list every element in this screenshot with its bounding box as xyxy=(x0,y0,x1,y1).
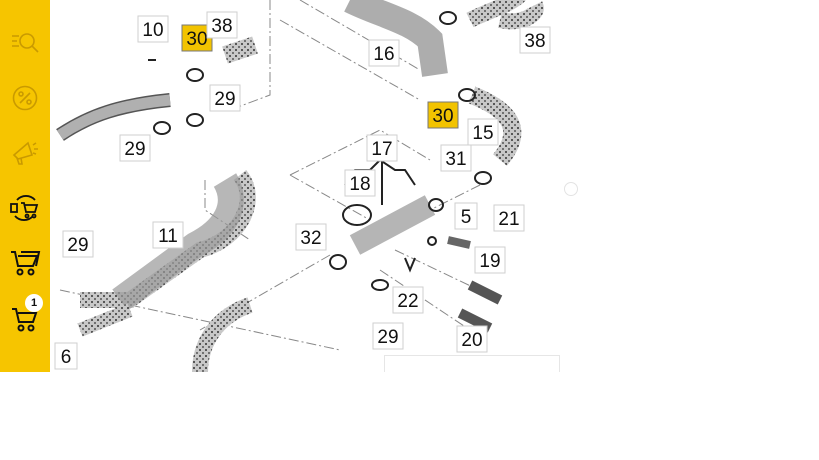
callout-box xyxy=(456,325,488,353)
callout-box xyxy=(372,322,404,350)
callout-number: 31 xyxy=(445,149,466,170)
sidebar-item-discounts[interactable] xyxy=(0,78,50,118)
callout-label-29[interactable]: 29 xyxy=(209,84,241,112)
callout-number: 29 xyxy=(214,89,235,110)
callout-box xyxy=(392,286,424,314)
callout-label-19[interactable]: 19 xyxy=(474,246,506,274)
sidebar-item-cart[interactable]: 1 xyxy=(0,294,50,338)
callout-number: 21 xyxy=(498,209,519,230)
callout-box xyxy=(137,15,169,43)
callout-box xyxy=(467,118,499,146)
callout-box xyxy=(54,342,78,370)
callout-label-29[interactable]: 29 xyxy=(372,322,404,350)
callout-box xyxy=(344,169,376,197)
callout-label-29[interactable]: 29 xyxy=(62,230,94,258)
callout-box xyxy=(295,223,327,251)
callout-label-10[interactable]: 10 xyxy=(137,15,169,43)
callout-box xyxy=(427,101,459,129)
callout-label-11[interactable]: 11 xyxy=(152,221,184,249)
megaphone-icon xyxy=(12,141,38,165)
callout-box xyxy=(440,144,472,172)
callout-box xyxy=(474,246,506,274)
callout-box xyxy=(519,26,551,54)
callout-number: 20 xyxy=(461,330,482,351)
callout-label-29[interactable]: 29 xyxy=(119,134,151,162)
callout-box xyxy=(119,134,151,162)
callout-number: 10 xyxy=(142,20,163,41)
callout-number: 17 xyxy=(371,139,392,160)
cart-icon xyxy=(12,308,38,332)
cart-exchange-icon xyxy=(10,195,39,221)
callout-label-38[interactable]: 38 xyxy=(206,11,238,39)
callout-box xyxy=(366,134,398,162)
sidebar-item-multi-cart[interactable] xyxy=(0,243,50,283)
callout-number: 29 xyxy=(377,327,398,348)
callout-number: 6 xyxy=(61,347,72,368)
callout-number: 18 xyxy=(349,174,370,195)
callout-number: 38 xyxy=(524,31,545,52)
callout-label-31[interactable]: 31 xyxy=(440,144,472,172)
sidebar-item-exchange-cart[interactable] xyxy=(0,188,50,228)
callout-number: 15 xyxy=(472,123,493,144)
callout-label-32[interactable]: 32 xyxy=(295,223,327,251)
callout-box xyxy=(209,84,241,112)
callout-label-6[interactable]: 6 xyxy=(54,342,78,370)
callout-number: 30 xyxy=(432,106,453,127)
sidebar-item-promotions[interactable] xyxy=(0,133,50,173)
callout-number: 38 xyxy=(211,16,232,37)
callout-label-18[interactable]: 18 xyxy=(344,169,376,197)
list-search-icon xyxy=(12,33,39,53)
callout-number: 19 xyxy=(479,251,500,272)
sidebar: 1 xyxy=(0,0,50,372)
callout-label-16[interactable]: 16 xyxy=(368,39,400,67)
percent-icon xyxy=(12,85,38,111)
callout-number: 29 xyxy=(67,235,88,256)
callout-box xyxy=(206,11,238,39)
callout-label-22[interactable]: 22 xyxy=(392,286,424,314)
callout-label-20[interactable]: 20 xyxy=(456,325,488,353)
part-info-card[interactable] xyxy=(384,355,560,372)
callout-number: 29 xyxy=(124,139,145,160)
callout-number: 30 xyxy=(186,29,207,50)
callout-box xyxy=(454,202,478,230)
cart-count-badge: 1 xyxy=(25,294,43,312)
callout-box xyxy=(368,39,400,67)
callout-box xyxy=(62,230,94,258)
callout-box xyxy=(152,221,184,249)
callout-label-17[interactable]: 17 xyxy=(366,134,398,162)
hoses xyxy=(56,0,544,372)
callout-number: 11 xyxy=(158,226,178,247)
callout-label-5[interactable]: 5 xyxy=(454,202,478,230)
callout-number: 32 xyxy=(300,228,321,249)
callout-label-38[interactable]: 38 xyxy=(519,26,551,54)
callout-box xyxy=(493,204,525,232)
sidebar-item-search-parts[interactable] xyxy=(0,22,50,62)
carts-icon xyxy=(11,251,41,276)
callout-number: 5 xyxy=(461,207,472,228)
callout-number: 16 xyxy=(373,44,394,65)
callout-label-21[interactable]: 21 xyxy=(493,204,525,232)
callout-label-15[interactable]: 15 xyxy=(467,118,499,146)
callout-number: 22 xyxy=(397,291,418,312)
carousel-indicator[interactable] xyxy=(564,182,578,196)
callout-label-30[interactable]: 30 xyxy=(427,101,459,129)
